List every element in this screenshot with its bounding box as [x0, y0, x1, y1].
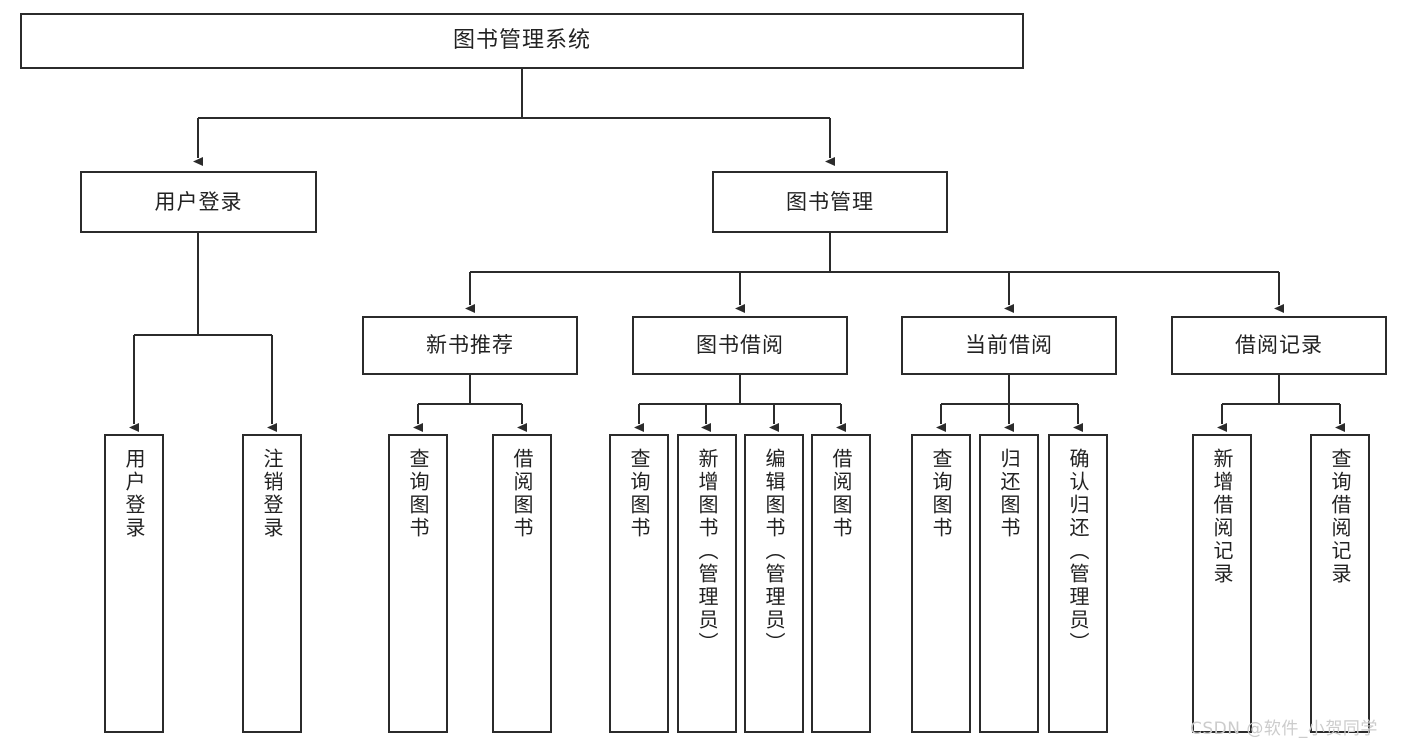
node-label: 当前借阅 — [965, 333, 1053, 358]
node-label: 借阅图书 — [510, 448, 534, 540]
node-label: 查询借阅记录 — [1328, 448, 1352, 586]
node-label: 图书借阅 — [696, 333, 784, 358]
node-label: 图书管理系统 — [452, 28, 591, 54]
leaf-user-login-login[interactable]: 用户登录 — [104, 434, 164, 733]
node-label: 查询图书 — [929, 448, 953, 540]
node-label: 借阅图书 — [829, 448, 853, 540]
node-label: 用户登录 — [122, 448, 146, 540]
node-label: 借阅记录 — [1235, 333, 1323, 358]
node-label: 查询图书 — [627, 448, 651, 540]
node-label: 查询图书 — [406, 448, 430, 540]
node-label: 新增借阅记录 — [1210, 448, 1234, 586]
leaf-current-confirm-return[interactable]: 确认归还（管理员） — [1048, 434, 1108, 733]
leaf-recommend-query-book[interactable]: 查询图书 — [388, 434, 448, 733]
node-book-management[interactable]: 图书管理 — [712, 171, 948, 233]
leaf-borrow-add-book[interactable]: 新增图书（管理员） — [677, 434, 737, 733]
leaf-current-return-book[interactable]: 归还图书 — [979, 434, 1039, 733]
leaf-record-query-record[interactable]: 查询借阅记录 — [1310, 434, 1370, 733]
node-current-borrow[interactable]: 当前借阅 — [901, 316, 1117, 375]
node-label: 新书推荐 — [426, 333, 514, 358]
node-label: 新增图书（管理员） — [695, 448, 719, 655]
node-label: 图书管理 — [786, 189, 874, 214]
leaf-recommend-borrow-book[interactable]: 借阅图书 — [492, 434, 552, 733]
node-label: 用户登录 — [154, 189, 243, 214]
csdn-watermark: CSDN @软件_小贺同学 — [1190, 719, 1378, 739]
node-label: 归还图书 — [997, 448, 1021, 540]
node-user-login[interactable]: 用户登录 — [80, 171, 317, 233]
leaf-user-login-logout[interactable]: 注销登录 — [242, 434, 302, 733]
leaf-borrow-edit-book[interactable]: 编辑图书（管理员） — [744, 434, 804, 733]
node-borrow-record[interactable]: 借阅记录 — [1171, 316, 1387, 375]
node-book-borrow[interactable]: 图书借阅 — [632, 316, 848, 375]
leaf-borrow-borrow-book[interactable]: 借阅图书 — [811, 434, 871, 733]
node-label: 编辑图书（管理员） — [762, 448, 786, 655]
node-label: 注销登录 — [260, 448, 284, 540]
leaf-borrow-query-book[interactable]: 查询图书 — [609, 434, 669, 733]
leaf-current-query-book[interactable]: 查询图书 — [911, 434, 971, 733]
node-new-book-recommend[interactable]: 新书推荐 — [362, 316, 578, 375]
node-root-system[interactable]: 图书管理系统 — [20, 13, 1024, 69]
node-label: 确认归还（管理员） — [1066, 448, 1090, 655]
leaf-record-add-record[interactable]: 新增借阅记录 — [1192, 434, 1252, 733]
